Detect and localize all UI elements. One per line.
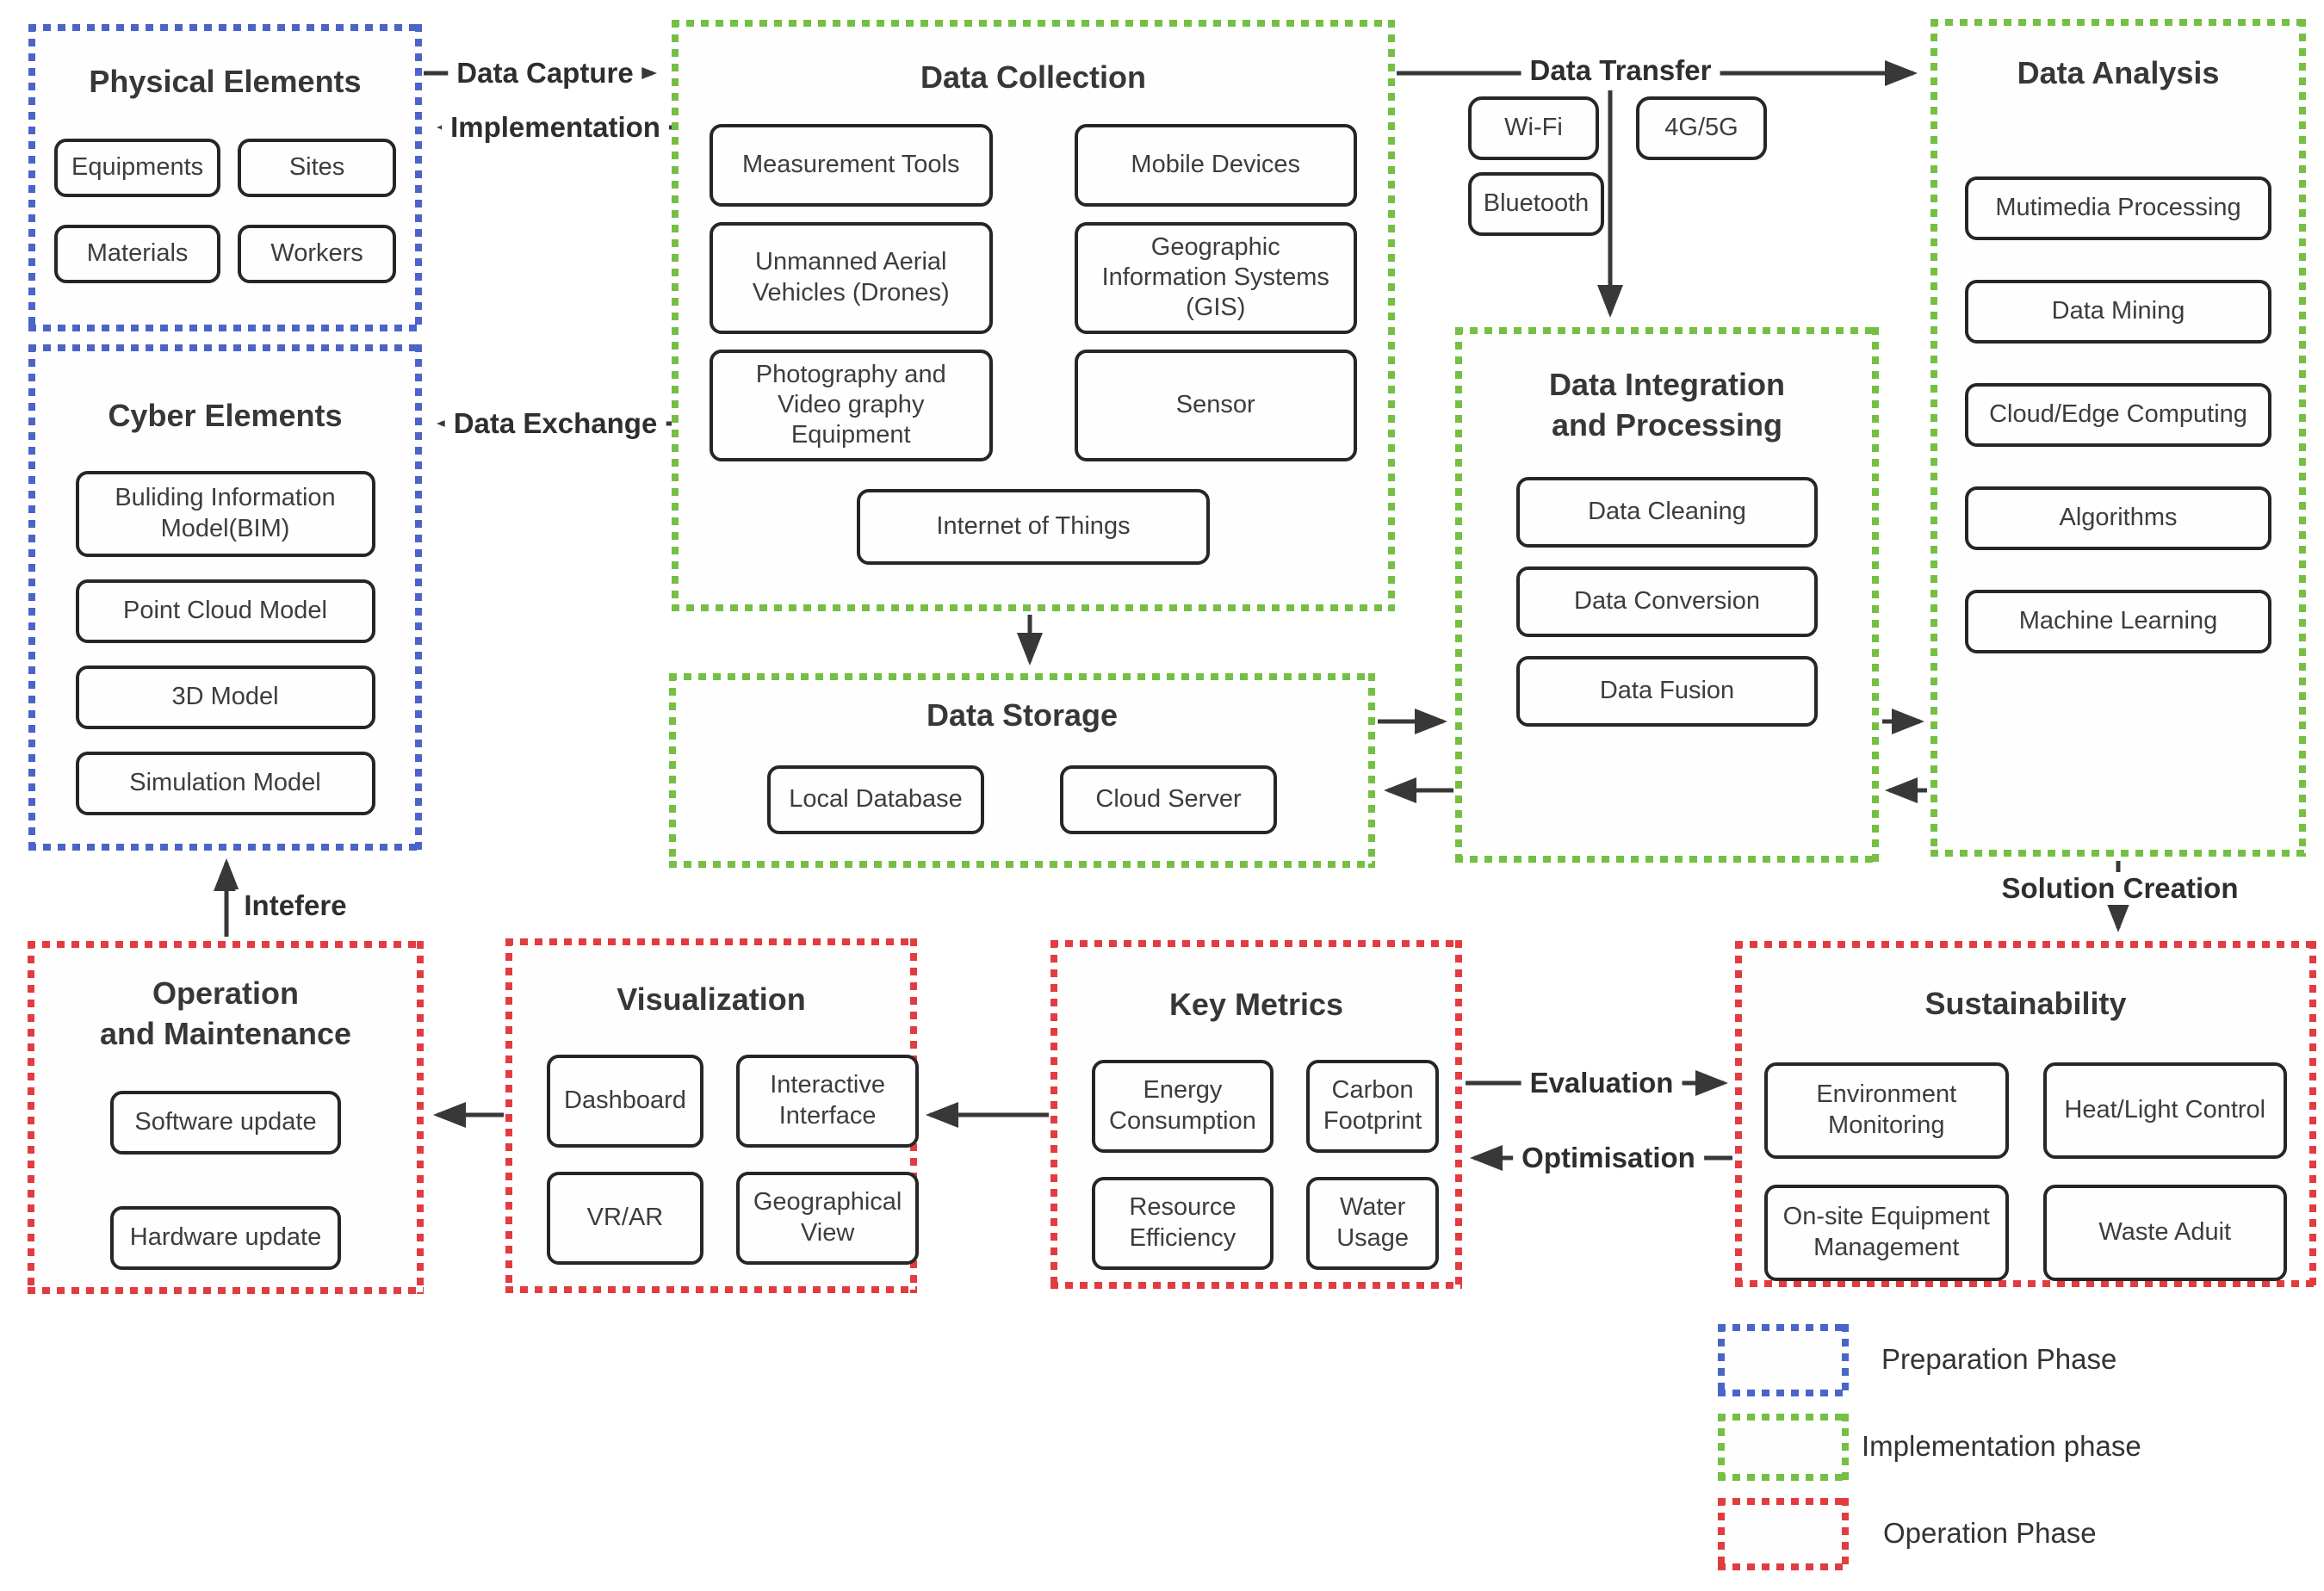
group-sustainability: Sustainability Environment Monitoring He… xyxy=(1735,941,2316,1287)
item-box: Internet of Things xyxy=(857,488,1210,565)
item-box: Geographic Information Systems (GIS) xyxy=(1074,221,1357,334)
item-box: Data Cleaning xyxy=(1516,476,1818,548)
group-title: Sustainability xyxy=(1924,986,2127,1021)
transfer-node-4g5g: 4G/5G xyxy=(1636,96,1767,160)
item-box: Software update xyxy=(110,1090,341,1155)
legend-swatch-implementation xyxy=(1718,1414,1849,1481)
item-box: Materials xyxy=(54,224,221,283)
flow-label-optimisation: Optimisation xyxy=(1513,1142,1704,1174)
group-key-metrics: Key Metrics Energy Consumption Carbon Fo… xyxy=(1050,940,1462,1289)
flow-label-solution-creation: Solution Creation xyxy=(1992,872,2247,905)
item-box: Photography and Video graphy Equipment xyxy=(710,349,993,461)
flow-label-intefere: Intefere xyxy=(235,889,356,922)
item-box: Data Conversion xyxy=(1516,566,1818,637)
item-box: VR/AR xyxy=(547,1171,703,1265)
group-title: Cyber Elements xyxy=(108,398,343,433)
item-box: Sensor xyxy=(1074,349,1357,461)
item-box: Environment Monitoring xyxy=(1764,1062,2009,1159)
item-box: Machine Learning xyxy=(1965,589,2271,653)
legend-swatch-preparation xyxy=(1718,1324,1849,1396)
item-box: 3D Model xyxy=(75,665,375,729)
group-title: Data Collection xyxy=(920,59,1147,95)
flow-label-data-capture: Data Capture xyxy=(448,57,642,90)
item-box: Energy Consumption xyxy=(1092,1059,1274,1153)
group-data-analysis: Data Analysis Mutimedia Processing Data … xyxy=(1930,19,2306,857)
item-box: Data Mining xyxy=(1965,279,2271,344)
flow-label-data-exchange: Data Exchange xyxy=(444,407,666,440)
flow-label-data-transfer: Data Transfer xyxy=(1521,54,1720,87)
item-box: Workers xyxy=(238,224,396,283)
item-box: Buliding Information Model(BIM) xyxy=(75,470,375,557)
flow-label-evaluation: Evaluation xyxy=(1521,1067,1683,1099)
group-visualization: Visualization Dashboard Interactive Inte… xyxy=(505,938,920,1293)
group-title: Operation and Maintenance xyxy=(99,975,352,1051)
transfer-node-bluetooth: Bluetooth xyxy=(1468,172,1604,236)
item-box: Local Database xyxy=(767,765,984,834)
item-box: Resource Efficiency xyxy=(1092,1176,1274,1270)
item-box: Hardware update xyxy=(110,1205,341,1270)
item-box: Data Fusion xyxy=(1516,655,1818,727)
item-box: Point Cloud Model xyxy=(75,579,375,643)
item-box: Waste Aduit xyxy=(2042,1184,2287,1281)
item-box: Unmanned Aerial Vehicles (Drones) xyxy=(710,221,993,334)
legend-label-implementation: Implementation phase xyxy=(1862,1430,2141,1462)
item-box: Heat/Light Control xyxy=(2042,1062,2287,1159)
group-operation-maintenance: Operation and Maintenance Software updat… xyxy=(28,941,424,1294)
group-title: Visualization xyxy=(617,981,806,1017)
item-box: Dashboard xyxy=(547,1054,703,1148)
transfer-node-wifi: Wi-Fi xyxy=(1468,96,1599,160)
item-box: Geographical View xyxy=(735,1171,920,1265)
item-box: Cloud/Edge Computing xyxy=(1965,382,2271,447)
group-data-integration: Data Integration and Processing Data Cle… xyxy=(1455,327,1879,863)
group-cyber-elements: Cyber Elements Buliding Information Mode… xyxy=(28,344,422,851)
legend-label-operation: Operation Phase xyxy=(1883,1517,2097,1549)
group-title: Key Metrics xyxy=(1168,987,1344,1022)
item-box: Mutimedia Processing xyxy=(1965,176,2271,240)
group-data-collection: Data Collection Measurement Tools Mobile… xyxy=(672,20,1395,611)
group-data-storage: Data Storage Local Database Cloud Server xyxy=(669,673,1375,868)
item-box: On-site Equipment Management xyxy=(1764,1184,2009,1281)
item-box: Carbon Footprint xyxy=(1305,1059,1440,1153)
item-box: Measurement Tools xyxy=(710,123,993,207)
legend-swatch-operation xyxy=(1718,1498,1849,1570)
group-title: Physical Elements xyxy=(89,64,362,99)
item-box: Mobile Devices xyxy=(1074,123,1357,207)
legend-label-preparation: Preparation Phase xyxy=(1881,1343,2117,1375)
item-box: Cloud Server xyxy=(1060,765,1277,834)
group-physical-elements: Physical Elements Equipments Sites Mater… xyxy=(28,24,422,331)
group-title: Data Integration and Processing xyxy=(1548,367,1786,443)
item-box: Equipments xyxy=(54,138,221,197)
item-box: Simulation Model xyxy=(75,751,375,815)
group-title: Data Analysis xyxy=(2017,55,2220,90)
item-box: Algorithms xyxy=(1965,486,2271,550)
item-box: Water Usage xyxy=(1305,1176,1440,1270)
flow-label-implementation: Implementation xyxy=(442,111,669,144)
group-title: Data Storage xyxy=(926,697,1119,733)
item-box: Sites xyxy=(238,138,396,197)
item-box: Interactive Interface xyxy=(735,1054,920,1148)
